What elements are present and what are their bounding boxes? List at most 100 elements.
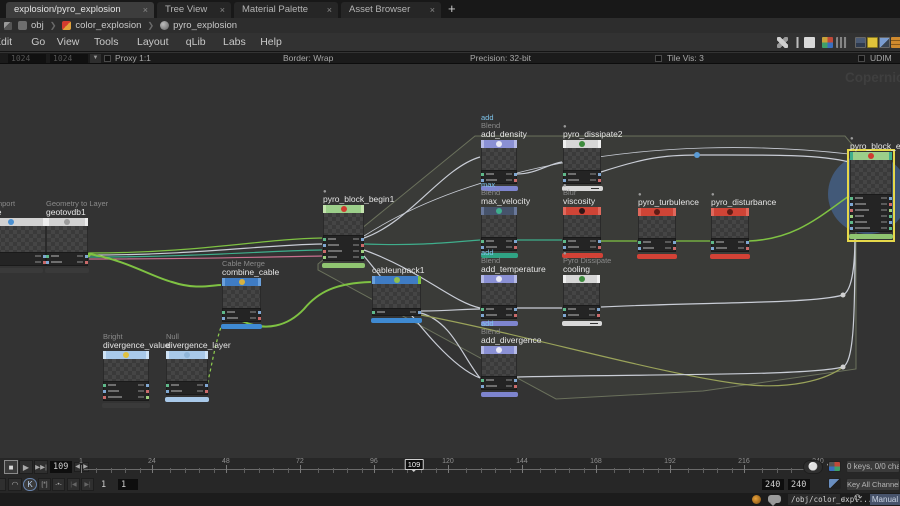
node-flag-left[interactable]	[222, 278, 225, 286]
node-io-row[interactable]	[103, 388, 149, 394]
node-layer-bar[interactable]	[102, 403, 150, 408]
node-io-row[interactable]	[638, 239, 676, 245]
range-start-button[interactable]: |◀	[67, 478, 80, 491]
output-connector[interactable]	[205, 390, 208, 393]
node-header[interactable]	[166, 351, 208, 359]
node-flag-left[interactable]	[481, 207, 484, 215]
input-connector[interactable]	[563, 173, 566, 176]
output-connector[interactable]	[258, 317, 261, 320]
node-flag-left[interactable]	[46, 218, 49, 226]
node-io-row[interactable]	[481, 377, 517, 383]
image-panel-icon[interactable]	[855, 37, 866, 48]
refresh-icon[interactable]: ⟳	[854, 493, 863, 504]
pane-tab-0[interactable]: explosion/pyro_explosion×	[6, 2, 154, 18]
node-io-row[interactable]	[850, 225, 892, 231]
node-io-row[interactable]	[850, 213, 892, 219]
input-connector[interactable]	[323, 250, 326, 253]
output-connector[interactable]	[514, 179, 517, 182]
node-pyro_turbulence[interactable]: ●pyro_turbulence	[637, 192, 699, 259]
tab-close-icon[interactable]: ×	[429, 5, 435, 15]
output-connector[interactable]	[146, 384, 149, 387]
node-layer-bar[interactable]	[0, 268, 43, 273]
node-io-row[interactable]	[563, 238, 601, 244]
current-frame-field[interactable]: 109	[50, 461, 72, 473]
node-io-row[interactable]	[323, 236, 364, 242]
output-connector[interactable]	[514, 379, 517, 382]
keyframe-options-icon[interactable]	[828, 461, 841, 472]
node-flag-left[interactable]	[323, 205, 326, 213]
tab-close-icon[interactable]: ×	[142, 5, 148, 15]
node-io-row[interactable]	[481, 306, 517, 312]
prev-key-button[interactable]: ◀	[74, 462, 81, 472]
input-connector[interactable]	[166, 390, 169, 393]
grid-color-icon[interactable]	[822, 37, 833, 48]
node-header[interactable]	[103, 351, 149, 359]
node-io-row[interactable]	[711, 239, 749, 245]
auto-key-button[interactable]: K	[23, 478, 37, 491]
node-header[interactable]	[222, 278, 261, 286]
input-connector[interactable]	[850, 227, 853, 230]
cook-mode-button[interactable]: Manual	[870, 494, 900, 505]
input-connector[interactable]	[323, 238, 326, 241]
node-io-row[interactable]	[481, 171, 517, 177]
node-header[interactable]	[323, 205, 364, 213]
node-flag-right[interactable]	[673, 208, 676, 216]
node-io-row[interactable]	[850, 207, 892, 213]
node-flag-left[interactable]	[481, 140, 484, 148]
tab-close-icon[interactable]: ×	[326, 5, 332, 15]
wire-dot[interactable]	[694, 152, 700, 158]
sticky-note-yellow-icon[interactable]	[867, 37, 878, 48]
node-io-row[interactable]	[638, 245, 676, 251]
node-flag-right[interactable]	[597, 275, 600, 283]
node-flag-right[interactable]	[43, 218, 46, 226]
output-connector[interactable]	[258, 311, 261, 314]
node-pyro_block_end1[interactable]: ●pyro_block_end1	[847, 136, 900, 242]
output-connector[interactable]	[418, 311, 421, 314]
input-connector[interactable]	[481, 308, 484, 311]
node-flag-right[interactable]	[205, 351, 208, 359]
new-tab-button[interactable]: +	[448, 1, 456, 16]
output-connector[interactable]	[146, 390, 149, 393]
node-io-row[interactable]	[711, 245, 749, 251]
node-io-row[interactable]	[850, 195, 892, 201]
input-connector[interactable]	[850, 215, 853, 218]
node-flag-right[interactable]	[889, 152, 892, 160]
audio-scrub-button[interactable]: ◠	[8, 478, 22, 491]
output-connector[interactable]	[514, 173, 517, 176]
node-flag-left[interactable]	[166, 351, 169, 359]
input-connector[interactable]	[638, 247, 641, 250]
udim-checkbox[interactable]	[858, 55, 865, 62]
input-connector[interactable]	[481, 379, 484, 382]
node-io-row[interactable]	[563, 244, 601, 250]
output-connector[interactable]	[85, 255, 88, 258]
node-flag-left[interactable]	[481, 275, 484, 283]
input-connector[interactable]	[323, 244, 326, 247]
next-key-button[interactable]: ▶	[82, 462, 89, 472]
input-connector[interactable]	[481, 385, 484, 388]
node-header[interactable]	[481, 346, 517, 354]
node-flag-right[interactable]	[361, 205, 364, 213]
node-flag-left[interactable]	[563, 275, 566, 283]
input-connector[interactable]	[372, 311, 375, 314]
node-io-row[interactable]	[0, 259, 46, 265]
node-io-row[interactable]	[563, 171, 601, 177]
output-connector[interactable]	[889, 197, 892, 200]
menu-help[interactable]: Help	[260, 36, 282, 48]
input-connector[interactable]	[711, 241, 714, 244]
play-button[interactable]: ▶	[19, 460, 33, 474]
input-connector[interactable]	[850, 203, 853, 206]
output-connector[interactable]	[514, 308, 517, 311]
output-connector[interactable]	[514, 385, 517, 388]
menu-go[interactable]: Go	[31, 36, 46, 48]
node-layer-bar[interactable]	[371, 318, 422, 323]
output-connector[interactable]	[673, 247, 676, 250]
node-flag-right[interactable]	[746, 208, 749, 216]
message-bubble-icon[interactable]	[768, 495, 781, 506]
node-header[interactable]	[372, 276, 421, 284]
output-connector[interactable]	[514, 314, 517, 317]
network-editor-canvas[interactable]: Copernicus SOP ImportsourceGeometry to L…	[0, 64, 900, 458]
node-io-row[interactable]	[46, 253, 88, 259]
